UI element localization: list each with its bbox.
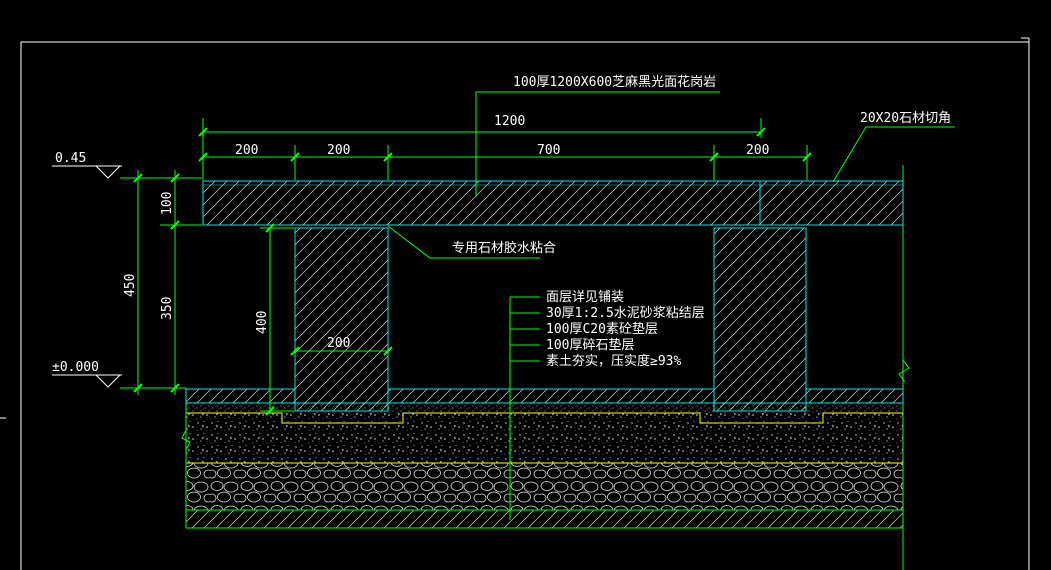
level-marker-ground bbox=[52, 374, 122, 388]
mortar-bed-line bbox=[186, 412, 903, 424]
left-dimensions bbox=[120, 170, 393, 416]
ground-paving-middle bbox=[387, 388, 715, 404]
slab-title-label: 100厚1200X600芝麻黑光面花岗岩 bbox=[513, 74, 716, 90]
corner-note-label: 20X20石材切角 bbox=[860, 111, 951, 126]
glue-note-label: 专用石材胶水粘合 bbox=[452, 240, 556, 256]
frame-corner-marks bbox=[0, 37, 1030, 419]
leader-lines bbox=[387, 91, 955, 520]
dim-leg-height: 400 bbox=[255, 311, 270, 334]
cement-mortar-layer bbox=[186, 403, 903, 413]
bench-leg-left bbox=[294, 227, 389, 412]
dim-segment-3: 700 bbox=[537, 143, 560, 158]
ground-paving-left bbox=[185, 388, 296, 404]
dim-leg-clear-height: 350 bbox=[160, 297, 175, 320]
dim-leg-width: 200 bbox=[327, 336, 350, 351]
break-line-left bbox=[181, 429, 191, 451]
layer-note-1: 面层详见铺装 bbox=[546, 290, 624, 305]
dim-slab-thickness: 100 bbox=[160, 192, 175, 215]
dim-segment-4: 200 bbox=[746, 143, 769, 158]
dim-segment-1: 200 bbox=[235, 143, 258, 158]
layer-note-2: 30厚1:2.5水泥砂浆粘结层 bbox=[546, 306, 705, 321]
compacted-soil-layer bbox=[186, 510, 903, 528]
break-line-right bbox=[898, 359, 910, 383]
drawing-frame bbox=[20, 41, 1030, 570]
layer-note-5: 素土夯实，压实度≥93% bbox=[546, 353, 681, 369]
level-ground-label: ±0.000 bbox=[52, 360, 99, 375]
c20-concrete-layer bbox=[186, 413, 903, 463]
dim-segment-2: 200 bbox=[327, 143, 350, 158]
ground-paving-right bbox=[805, 388, 904, 404]
layer-note-4: 100厚碎石垫层 bbox=[546, 337, 634, 353]
crushed-stone-layer bbox=[186, 463, 903, 510]
level-marker-top bbox=[52, 165, 122, 179]
level-top-label: 0.45 bbox=[55, 151, 86, 166]
top-dimensions bbox=[198, 118, 812, 180]
granite-slab bbox=[202, 180, 904, 226]
bench-leg-right bbox=[713, 227, 807, 412]
dim-total-length: 1200 bbox=[494, 114, 525, 129]
dim-total-height: 450 bbox=[123, 274, 138, 297]
layer-note-3: 100厚C20素砼垫层 bbox=[546, 321, 658, 337]
